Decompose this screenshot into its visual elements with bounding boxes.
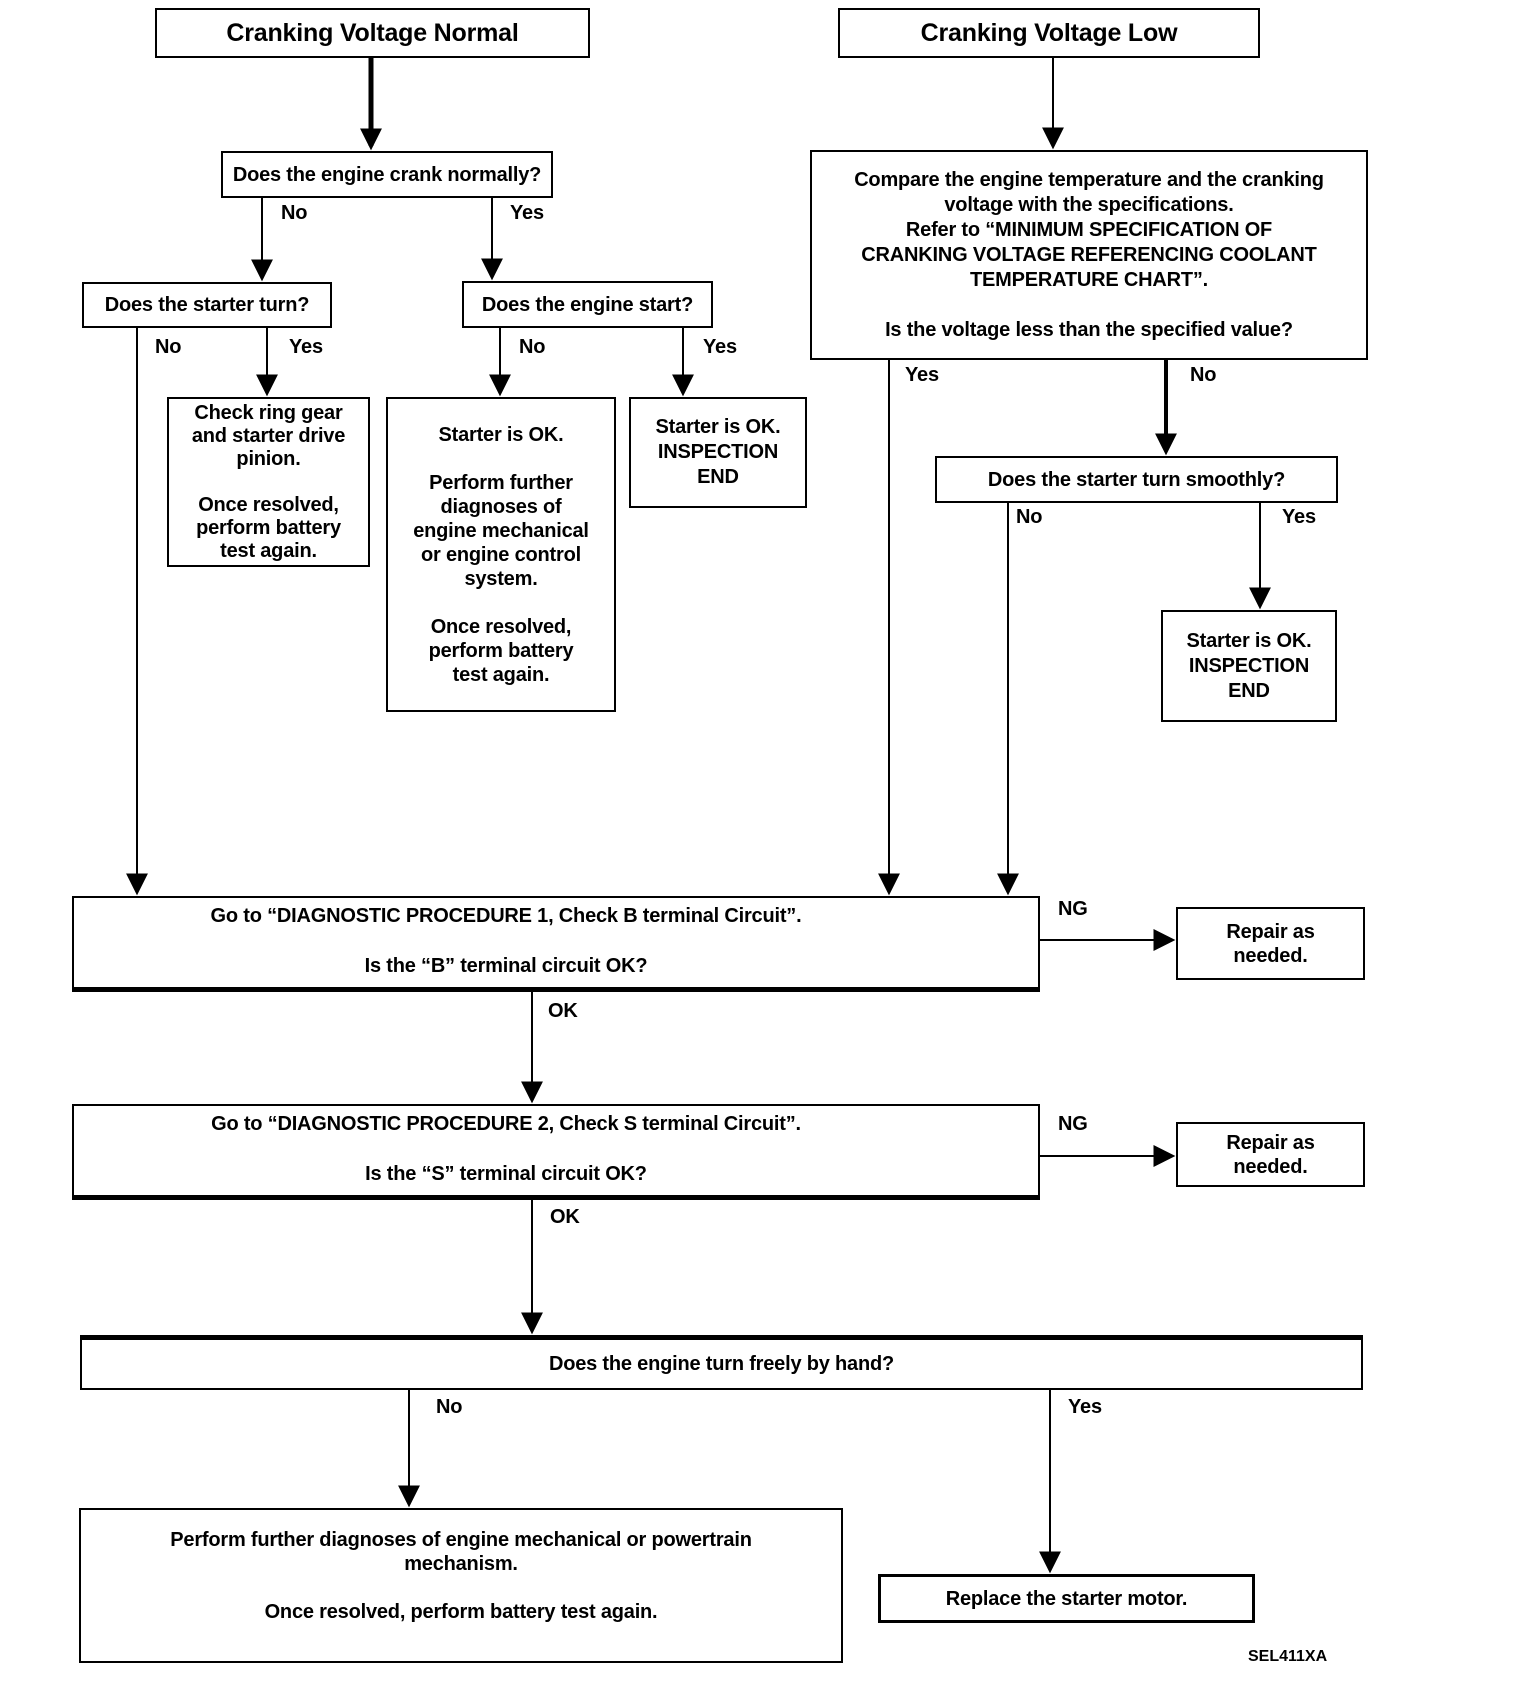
node-starter-ok-inspection-end-right: Starter is OK. INSPECTION END: [1161, 610, 1337, 722]
node-starter-ok-further-diagnoses: Starter is OK. Perform further diagnoses…: [386, 397, 616, 712]
node-question-engine-crank-normally: Does the engine crank normally?: [221, 151, 553, 198]
node-replace-starter-motor: Replace the starter motor.: [878, 1574, 1255, 1623]
node-question-engine-turn-freely: Does the engine turn freely by hand?: [80, 1335, 1363, 1390]
node-compare-voltage-specs: Compare the engine temperature and the c…: [810, 150, 1368, 360]
edge-label-diag1-ng: NG: [1058, 898, 1088, 920]
node-diagnostic-procedure-1: Go to “DIAGNOSTIC PROCEDURE 1, Check B t…: [72, 896, 1040, 992]
edge-label-turn-no: No: [155, 336, 182, 358]
node-question-engine-start: Does the engine start?: [462, 281, 713, 328]
edge-label-diag1-ok: OK: [548, 1000, 578, 1022]
node-perform-further-diagnoses-powertrain: Perform further diagnoses of engine mech…: [79, 1508, 843, 1663]
node-repair-as-needed-2: Repair as needed.: [1176, 1122, 1365, 1187]
edge-label-diag2-ok: OK: [550, 1206, 580, 1228]
node-title-cranking-voltage-normal: Cranking Voltage Normal: [155, 8, 590, 58]
edge-label-crank-yes: Yes: [510, 202, 544, 224]
edge-label-smooth-no: No: [1016, 506, 1043, 528]
node-question-starter-turn: Does the starter turn?: [82, 282, 332, 328]
edge-label-crank-no: No: [281, 202, 308, 224]
edge-label-free-no: No: [436, 1396, 463, 1418]
figure-code: SEL411XA: [1248, 1648, 1328, 1665]
node-check-ring-gear: Check ring gear and starter drive pinion…: [167, 397, 370, 567]
edge-label-free-yes: Yes: [1068, 1396, 1102, 1418]
node-starter-ok-inspection-end-left: Starter is OK. INSPECTION END: [629, 397, 807, 508]
node-repair-as-needed-1: Repair as needed.: [1176, 907, 1365, 980]
edge-label-voltage-no: No: [1190, 364, 1217, 386]
node-diagnostic-procedure-2: Go to “DIAGNOSTIC PROCEDURE 2, Check S t…: [72, 1104, 1040, 1200]
edge-label-diag2-ng: NG: [1058, 1113, 1088, 1135]
node-title-cranking-voltage-low: Cranking Voltage Low: [838, 8, 1260, 58]
node-question-starter-turn-smoothly: Does the starter turn smoothly?: [935, 456, 1338, 503]
edge-label-turn-yes: Yes: [289, 336, 323, 358]
edge-label-smooth-yes: Yes: [1282, 506, 1316, 528]
edge-label-voltage-yes: Yes: [905, 364, 939, 386]
edge-label-start-no: No: [519, 336, 546, 358]
edge-label-start-yes: Yes: [703, 336, 737, 358]
